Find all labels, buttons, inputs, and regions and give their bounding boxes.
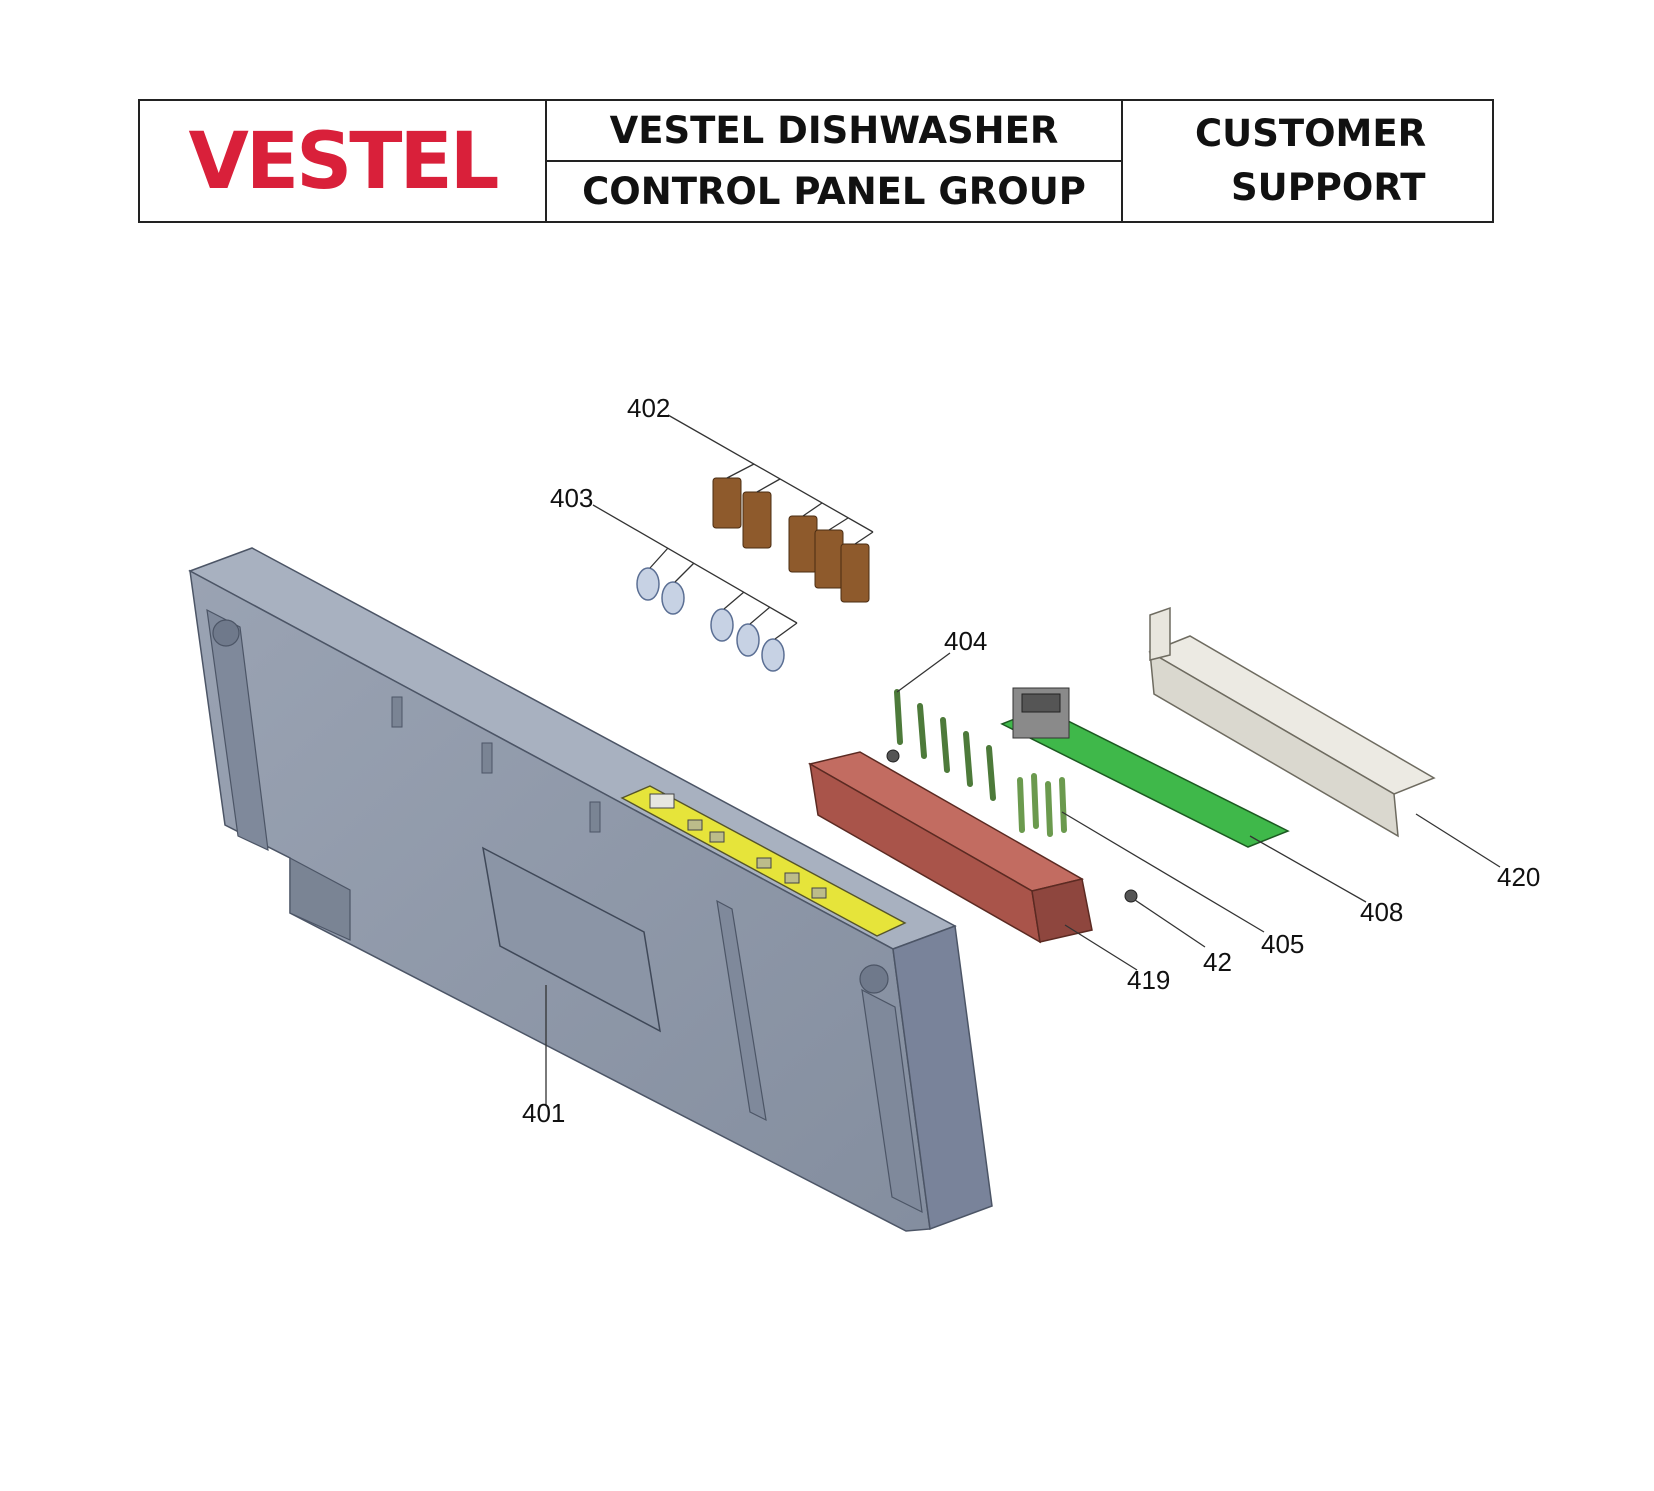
light-pipe — [1031, 773, 1039, 829]
leader-42 — [1134, 899, 1206, 948]
button-key — [814, 529, 844, 589]
holder-side-face — [1031, 878, 1093, 943]
spring — [761, 638, 785, 672]
leader-403 — [649, 547, 669, 569]
light-pipe — [1059, 777, 1067, 833]
display-button-hole — [756, 857, 772, 869]
part-labels: 402 403 404 401 419 42 405 408 420 — [522, 393, 1540, 1128]
title-line-2: CONTROL PANEL GROUP — [582, 170, 1086, 213]
part-404-light-pipes — [894, 689, 996, 801]
part-42-screws — [886, 749, 1138, 903]
panel-right-slot — [861, 988, 923, 1214]
panel-clip — [589, 801, 601, 833]
display-button-hole — [687, 819, 703, 831]
button-key — [840, 543, 870, 603]
support-line-1: CUSTOMER — [1195, 112, 1427, 155]
leader-403 — [723, 591, 745, 610]
display-window-screen — [649, 793, 675, 809]
light-pipe — [917, 703, 927, 759]
label-403: 403 — [550, 483, 593, 513]
part-419-button-holder — [807, 751, 1093, 944]
panel-middle-slot — [716, 899, 767, 1122]
display-button-hole — [784, 872, 800, 884]
support-cell: CUSTOMER SUPPORT — [1123, 101, 1492, 221]
label-42: 42 — [1203, 947, 1232, 977]
leader-lines — [545, 414, 1501, 1105]
leader-402 — [756, 478, 781, 493]
panel-left-hole — [212, 619, 240, 647]
label-419: 419 — [1127, 965, 1170, 995]
panel-clip — [391, 696, 403, 728]
leader-405 — [1061, 811, 1265, 933]
leader-402 — [726, 463, 755, 479]
light-pipe — [986, 745, 996, 801]
light-pipe — [940, 717, 950, 773]
screw — [1124, 889, 1138, 903]
spring — [636, 567, 660, 601]
panel-recess-window — [482, 846, 661, 1033]
cover-tab — [1149, 606, 1171, 661]
spring — [661, 581, 685, 615]
title-line-1: VESTEL DISHWASHER — [547, 101, 1121, 162]
light-pipe — [1017, 777, 1025, 833]
leader-402 — [802, 502, 823, 517]
panel-right-side — [892, 924, 993, 1231]
part-402-buttons — [712, 477, 870, 603]
light-pipe — [963, 731, 973, 787]
leader-404 — [896, 652, 951, 693]
leader-403 — [774, 622, 798, 640]
cover-front-face — [1149, 650, 1399, 838]
light-pipe — [894, 689, 903, 745]
leader-419 — [1064, 924, 1138, 971]
leader-420 — [1415, 813, 1501, 868]
button-key — [712, 477, 742, 529]
label-408: 408 — [1360, 897, 1403, 927]
leader-403 — [749, 606, 771, 625]
title-cell: VESTEL DISHWASHER CONTROL PANEL GROUP — [547, 101, 1123, 221]
button-key — [742, 491, 772, 549]
screw — [886, 749, 900, 763]
panel-cutout-step — [289, 857, 351, 941]
support-line-2: SUPPORT — [1231, 166, 1426, 209]
spring — [710, 608, 734, 642]
display-button-hole — [811, 887, 827, 899]
leader-403 — [674, 562, 695, 583]
label-402: 402 — [627, 393, 670, 423]
display-button-hole — [709, 831, 725, 843]
leader-408 — [1249, 835, 1367, 903]
part-401-control-panel — [188, 547, 993, 1232]
leader-402 — [667, 414, 874, 533]
part-408-pcb — [1000, 687, 1290, 848]
part-420-cover — [1148, 606, 1436, 838]
panel-right-hole — [859, 964, 889, 994]
leader-402 — [828, 517, 849, 531]
label-401: 401 — [522, 1098, 565, 1128]
light-pipe — [1045, 781, 1053, 837]
pcb-display-digits — [1021, 693, 1061, 713]
vestel-logo: VESTEL — [188, 117, 499, 207]
label-405: 405 — [1261, 929, 1304, 959]
leader-403 — [592, 504, 798, 624]
part-405-light-pipes — [1017, 773, 1067, 837]
part-403-springs — [636, 567, 785, 672]
panel-clip — [481, 742, 493, 774]
leader-402 — [854, 531, 874, 545]
spring — [736, 623, 760, 657]
logo-cell: VESTEL — [140, 101, 547, 221]
label-420: 420 — [1497, 862, 1540, 892]
label-404: 404 — [944, 626, 987, 656]
title-block: VESTEL VESTEL DISHWASHER CONTROL PANEL G… — [138, 99, 1494, 223]
button-key — [788, 515, 818, 573]
